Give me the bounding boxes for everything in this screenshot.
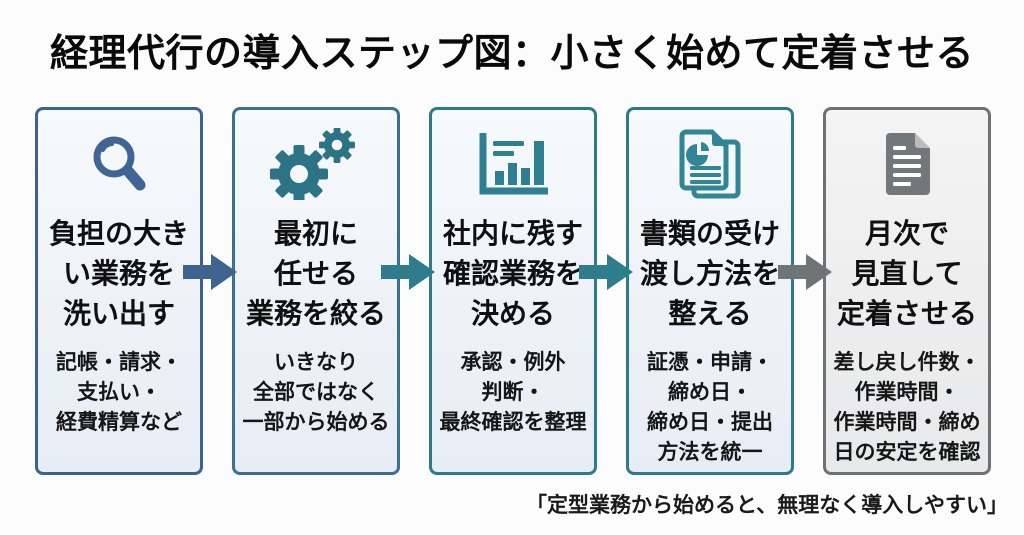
step-heading: 書類の受け 渡し方法を 整える [639,218,780,329]
step-detail: 承認・例外 判断・ 最終確認を整理 [439,351,587,434]
footer-caption: 「定型業務から始めると、無理なく導入しやすい」 [526,494,1008,517]
arrow-right-icon [381,254,435,290]
step-detail: 差し戻し件数・ 作業時間・ 作業時間・締め 日の安定を確認 [833,351,981,464]
step-card-1: 負担の大き い業務を 洗い出す 記帳・請求・ 支払い・ 経費精算など [35,107,203,475]
arrow-right-icon [579,254,633,290]
documents-pie-icon [670,128,750,200]
arrow-right-icon [183,254,237,290]
step-card-3: 社内に残す 確認業務を 決める 承認・例外 判断・ 最終確認を整理 [429,107,597,475]
bar-chart-icon [474,128,552,200]
magnifier-icon [88,128,150,200]
step-heading: 社内に残す 確認業務を 決める [442,218,583,329]
page-title: 経理代行の導入ステップ図：小さく始めて定着させる [49,33,974,75]
step-detail: いきなり 全部ではなく 一部から始める [242,351,390,434]
step-card-5: 月次で 見直して 定着させる 差し戻し件数・ 作業時間・ 作業時間・締め 日の安… [823,107,991,475]
step-heading: 最初に 任せる 業務を絞る [245,218,386,329]
step-detail: 記帳・請求・ 支払い・ 経費精算など [56,351,182,434]
step-heading: 月次で 見直して 定着させる [836,218,977,329]
step-heading: 負担の大き い業務を 洗い出す [48,218,189,329]
step-card-2: 最初に 任せる 業務を絞る いきなり 全部ではなく 一部から始める [232,107,400,475]
document-icon [878,128,936,200]
gears-icon [269,128,363,200]
step-card-4: 書類の受け 渡し方法を 整える 証憑・申請・ 締め日・ 締め日・提出 方法を統一 [626,107,794,475]
arrow-right-icon [778,254,832,290]
step-detail: 証憑・申請・ 締め日・ 締め日・提出 方法を統一 [647,351,773,464]
